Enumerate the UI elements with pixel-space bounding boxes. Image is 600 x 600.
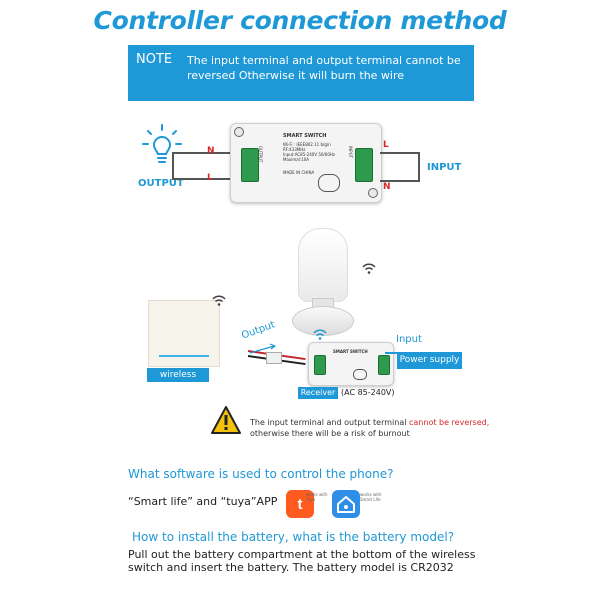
wire-output-l xyxy=(172,178,232,180)
wireless-switch-label: wireless switch xyxy=(147,368,209,394)
warning-icon xyxy=(210,405,242,439)
wifi-icon xyxy=(362,260,376,279)
module-line: Maximal:10A xyxy=(283,157,310,162)
note-text: The input terminal and output terminal c… xyxy=(187,54,461,82)
terminal-icon xyxy=(314,355,326,375)
module-line: Input:AC85-240V 50/60Hz xyxy=(283,152,335,157)
right-l-label: L xyxy=(383,140,389,150)
receiver-range: (AC 85-240V) xyxy=(341,388,395,397)
module-line: Wi-Fi : IEEE802.11 b/g/n xyxy=(283,142,331,147)
arrow-icon xyxy=(248,340,278,359)
warning-text-part: The input terminal and output terminal xyxy=(250,418,409,427)
input-label: INPUT xyxy=(427,162,462,173)
input-line xyxy=(385,352,399,354)
module-title: SMART SWITCH xyxy=(283,133,327,139)
power-supply-label: Power supply xyxy=(397,352,462,369)
module-side-left: OUTPUT xyxy=(258,146,263,163)
module-loop xyxy=(353,369,367,380)
svg-text:t: t xyxy=(298,496,303,513)
tuya-app-icon: t xyxy=(286,490,314,518)
apps-label: “Smart life” and “tuya”APP xyxy=(128,495,278,508)
switch-indicator xyxy=(159,355,209,357)
wifi-icon xyxy=(212,292,226,311)
module-loop xyxy=(318,174,340,192)
wire-output-n xyxy=(172,152,232,154)
battery-question: How to install the battery, what is the … xyxy=(132,530,455,544)
screw-icon xyxy=(234,127,244,137)
note-box: NOTE The input terminal and output termi… xyxy=(128,45,474,101)
smart-switch-module: SMART SWITCH Wi-Fi : IEEE802.11 b/g/n RF… xyxy=(230,123,382,203)
screw-icon xyxy=(368,188,378,198)
wire-input-join xyxy=(418,152,420,182)
module-line: MADE IN CHINA xyxy=(283,170,315,175)
module-line: RF:433MHz xyxy=(283,147,306,152)
tuya-caption: works with Tuya xyxy=(306,492,328,502)
input-label-2: Input xyxy=(396,334,422,345)
smartlife-app-icon xyxy=(332,490,360,518)
receiver-module-title: SMART SWITCH xyxy=(333,349,368,354)
right-n-label: N xyxy=(383,182,391,192)
battery-answer: Pull out the battery compartment at the … xyxy=(128,548,476,574)
left-n-label: N xyxy=(207,146,215,156)
note-tag: NOTE xyxy=(136,52,173,67)
smartlife-caption: works with Smart Life xyxy=(360,492,382,502)
software-question: What software is used to control the pho… xyxy=(128,467,394,481)
terminal-icon xyxy=(378,355,390,375)
left-l-label: L xyxy=(207,173,213,183)
lamp-bulb xyxy=(298,228,348,302)
wireless-switch-panel xyxy=(148,300,220,367)
receiver-module: SMART SWITCH xyxy=(308,342,394,386)
warning-text-part: otherwise there will be a risk of burnou… xyxy=(250,429,410,438)
wifi-icon xyxy=(312,326,328,345)
output-label-2: Output xyxy=(240,319,277,342)
warning-text: The input terminal and output terminal c… xyxy=(250,417,489,439)
module-side-right: INPUT xyxy=(348,146,353,158)
wire-output-join xyxy=(172,152,174,180)
bulb-icon xyxy=(140,123,184,169)
page-title: Controller connection method xyxy=(93,6,507,35)
terminal-icon xyxy=(241,148,259,182)
output-label: OUTPUT xyxy=(138,178,184,189)
wire-input-n xyxy=(380,180,420,182)
terminal-icon xyxy=(355,148,373,182)
wire-connector xyxy=(266,352,282,364)
warning-text-red: cannot be reversed, xyxy=(409,418,490,427)
receiver-label: Receiver xyxy=(298,387,338,399)
wire-input-l xyxy=(380,152,420,154)
